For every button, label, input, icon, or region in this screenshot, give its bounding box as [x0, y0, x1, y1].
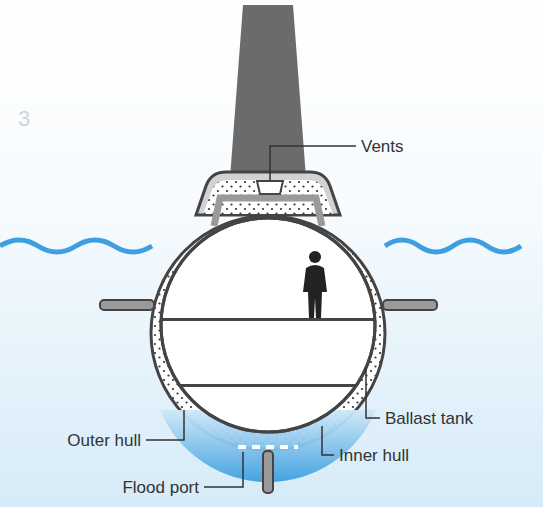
keel-fin — [263, 451, 273, 493]
watermark: 3 — [18, 108, 30, 130]
water-surface — [385, 240, 521, 252]
leader-lines — [146, 146, 380, 487]
person-silhouette — [303, 251, 327, 318]
water-surface — [0, 240, 152, 252]
conning-tower — [230, 5, 306, 178]
part-label: Vents — [361, 138, 404, 155]
deck — [150, 318, 390, 321]
side-fin — [383, 300, 437, 310]
part-label: Ballast tank — [385, 410, 473, 427]
vent — [257, 181, 283, 194]
inner-hull — [161, 218, 375, 432]
part-label: Flood port — [122, 479, 199, 496]
side-fin — [100, 300, 154, 310]
part-label: Inner hull — [339, 447, 409, 464]
part-label: Outer hull — [67, 432, 141, 449]
flood-port — [238, 445, 298, 449]
